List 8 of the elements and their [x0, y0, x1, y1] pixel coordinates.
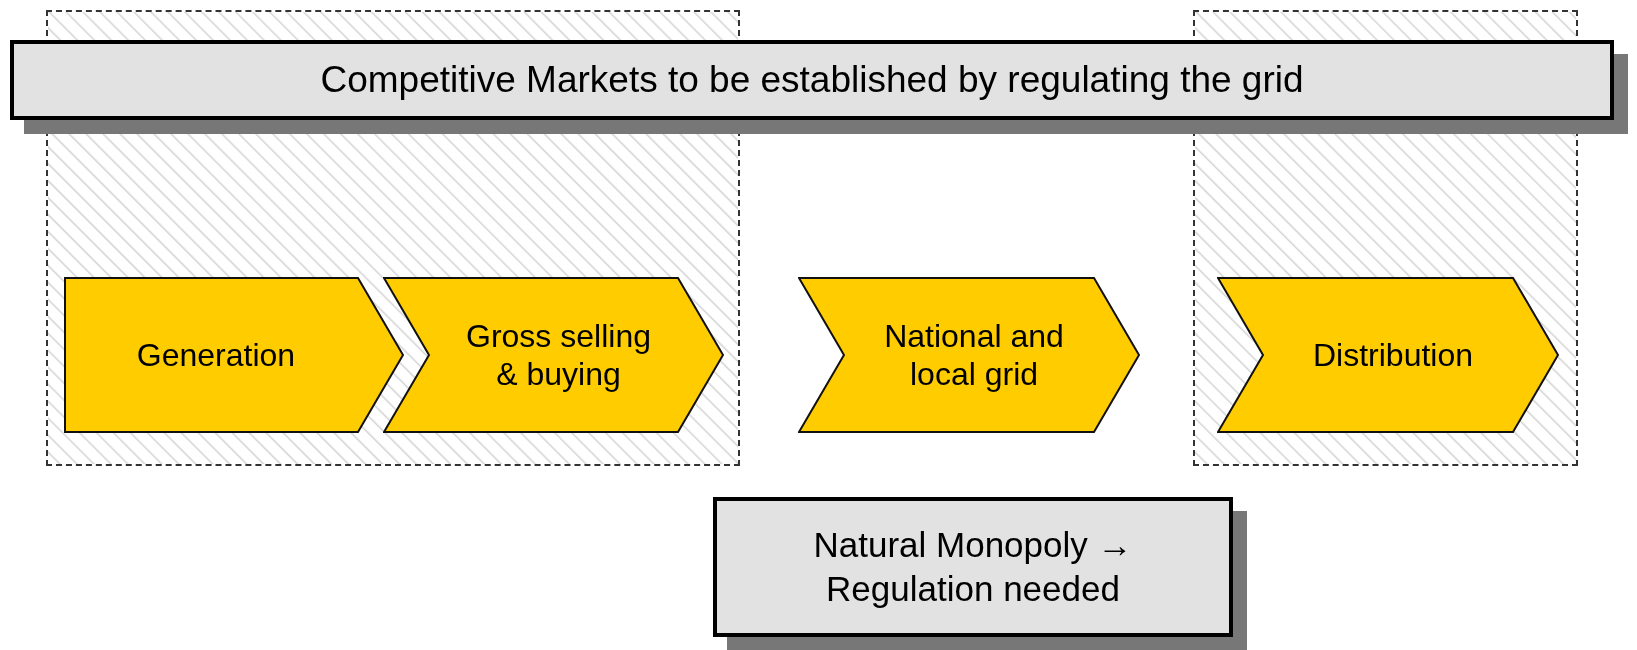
step-label: Generation — [136, 335, 296, 375]
step-label: Distribution — [1312, 335, 1474, 375]
step-label: Gross selling & buying — [465, 316, 652, 394]
process-step — [798, 277, 1140, 433]
step-label: National and local grid — [883, 316, 1065, 394]
process-step — [383, 277, 724, 433]
process-step — [1217, 277, 1559, 433]
process-step — [64, 277, 404, 433]
